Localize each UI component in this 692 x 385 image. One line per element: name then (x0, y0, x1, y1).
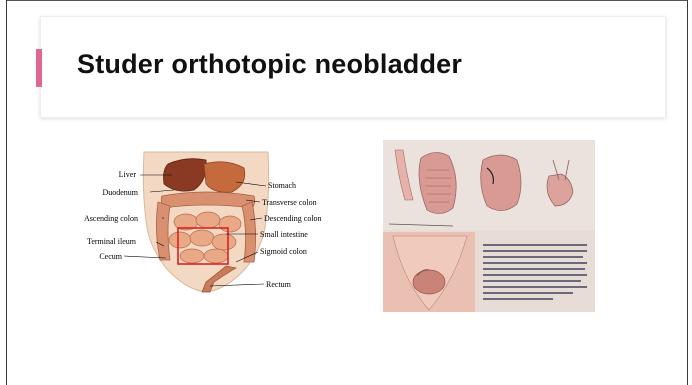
slide-title: Studer orthotopic neobladder (77, 49, 462, 80)
anatomy-illustration: Liver Duodenum Ascending colon Terminal … (76, 150, 344, 295)
label-sigmoid-colon: Sigmoid colon (260, 247, 307, 256)
slide-border-top (6, 0, 688, 1)
label-duodenum: Duodenum (102, 188, 138, 197)
slide-border-right (687, 0, 688, 385)
label-stomach: Stomach (268, 181, 296, 190)
label-rectum: Rectum (266, 280, 292, 289)
label-ascending-colon: Ascending colon (84, 214, 138, 223)
label-terminal-ileum: Terminal ileum (87, 237, 137, 246)
label-liver: Liver (119, 170, 137, 179)
label-cecum: Cecum (99, 252, 122, 261)
slide-border-left (6, 0, 7, 385)
abdominal-anatomy-figure: Liver Duodenum Ascending colon Terminal … (76, 150, 344, 295)
title-accent-bar (36, 49, 42, 87)
label-descending-colon: Descending colon (264, 214, 322, 223)
label-small-intestine: Small intestine (260, 230, 308, 239)
label-transverse-colon: Transverse colon (262, 198, 317, 207)
surgical-illustration-photo-icon (383, 140, 595, 312)
textbook-photo (383, 140, 595, 312)
